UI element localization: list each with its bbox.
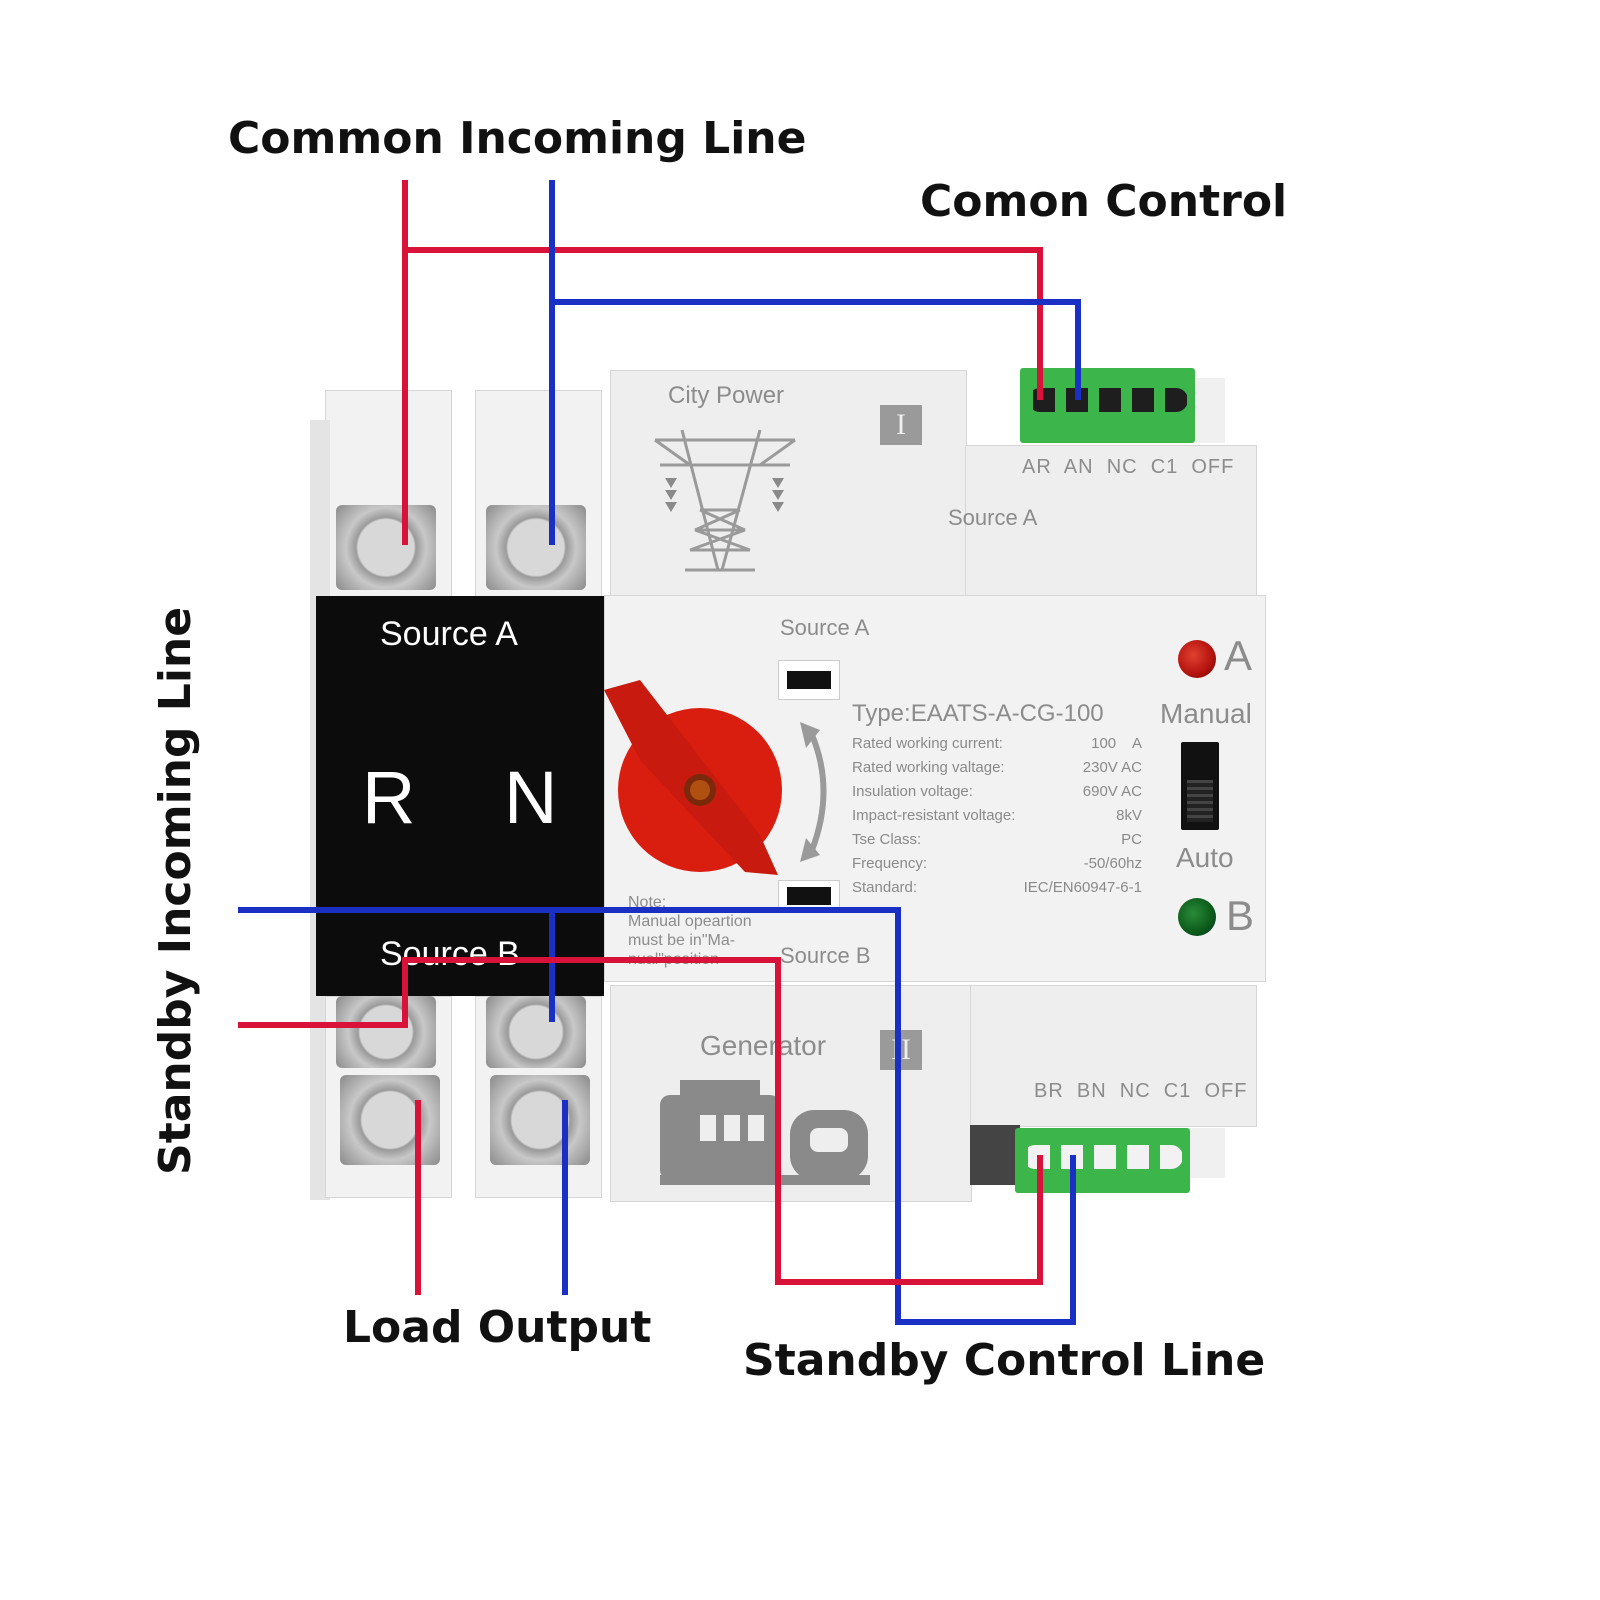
block-n-label: N	[504, 756, 558, 839]
roman-one-badge: I	[880, 405, 922, 445]
top-module-source-label: Source A	[948, 505, 1038, 530]
spec-row: Tse Class:PC	[852, 831, 1142, 848]
terminal-cap-top	[1195, 378, 1225, 443]
source-b-window	[778, 880, 840, 912]
spec-row: Rated working current:100 A	[852, 735, 1142, 752]
screw-bottom-n-1	[486, 996, 586, 1068]
common-incoming-line-label: Common Incoming Line	[228, 113, 807, 164]
indicator-a-label: A	[1224, 632, 1253, 679]
screw-bottom-r-1	[336, 996, 436, 1068]
screw-bottom-n-2	[490, 1075, 590, 1165]
bottom-module-right	[970, 985, 1257, 1127]
control-terminal-top-screws	[1028, 388, 1188, 412]
standby-incoming-line-label: Standby Incoming Line	[150, 606, 201, 1175]
auto-label: Auto	[1176, 842, 1234, 873]
screw-bottom-r-2	[340, 1075, 440, 1165]
common-control-label: Comon Control	[920, 176, 1288, 227]
source-a-window	[778, 660, 840, 700]
generator-icon	[660, 1080, 870, 1185]
control-terminal-bottom-screws	[1023, 1145, 1183, 1169]
bottom-module-title: Generator	[700, 1030, 827, 1061]
block-source-b-label: Source B	[380, 935, 520, 973]
spec-row: Frequency:-50/60hz	[852, 855, 1142, 872]
top-module-right	[965, 445, 1257, 602]
block-source-a-label: Source A	[380, 615, 518, 653]
load-output-label: Load Output	[343, 1302, 652, 1353]
manual-label: Manual	[1160, 698, 1252, 729]
type-label: Type:EAATS-A-CG-100	[852, 700, 1104, 727]
terminal-cap-bottom-left	[970, 1125, 1020, 1185]
spec-table: Rated working current:100 A Rated workin…	[852, 735, 1142, 905]
standby-control-line-label: Standby Control Line	[743, 1335, 1266, 1386]
spec-row: Rated working valtage:230V AC	[852, 759, 1142, 776]
bottom-terminal-labels: BR BN NC C1 OFF	[1034, 1080, 1248, 1102]
terminal-cap-bottom	[1190, 1128, 1225, 1178]
indicator-b-label: B	[1226, 892, 1255, 939]
indicator-a-led	[1178, 640, 1216, 678]
spec-row: Impact-resistant voltage:8kV	[852, 807, 1142, 824]
screw-top-r	[336, 505, 436, 590]
roman-two-badge: II	[880, 1030, 922, 1070]
top-module-title: City Power	[668, 382, 785, 409]
main-source-b-label: Source B	[780, 943, 871, 968]
spec-row: Standard:IEC/EN60947-6-1	[852, 879, 1142, 896]
main-source-a-label: Source A	[780, 615, 870, 640]
manual-operation-note: Note: Manual opeartion must be in"Ma- nu…	[628, 894, 752, 968]
block-r-label: R	[362, 756, 416, 839]
indicator-b-led	[1178, 898, 1216, 936]
manual-auto-switch[interactable]	[1181, 742, 1219, 830]
screw-top-n	[486, 505, 586, 590]
top-terminal-labels: AR AN NC C1 OFF	[1022, 456, 1235, 478]
spec-row: Insulation voltage:690V AC	[852, 783, 1142, 800]
